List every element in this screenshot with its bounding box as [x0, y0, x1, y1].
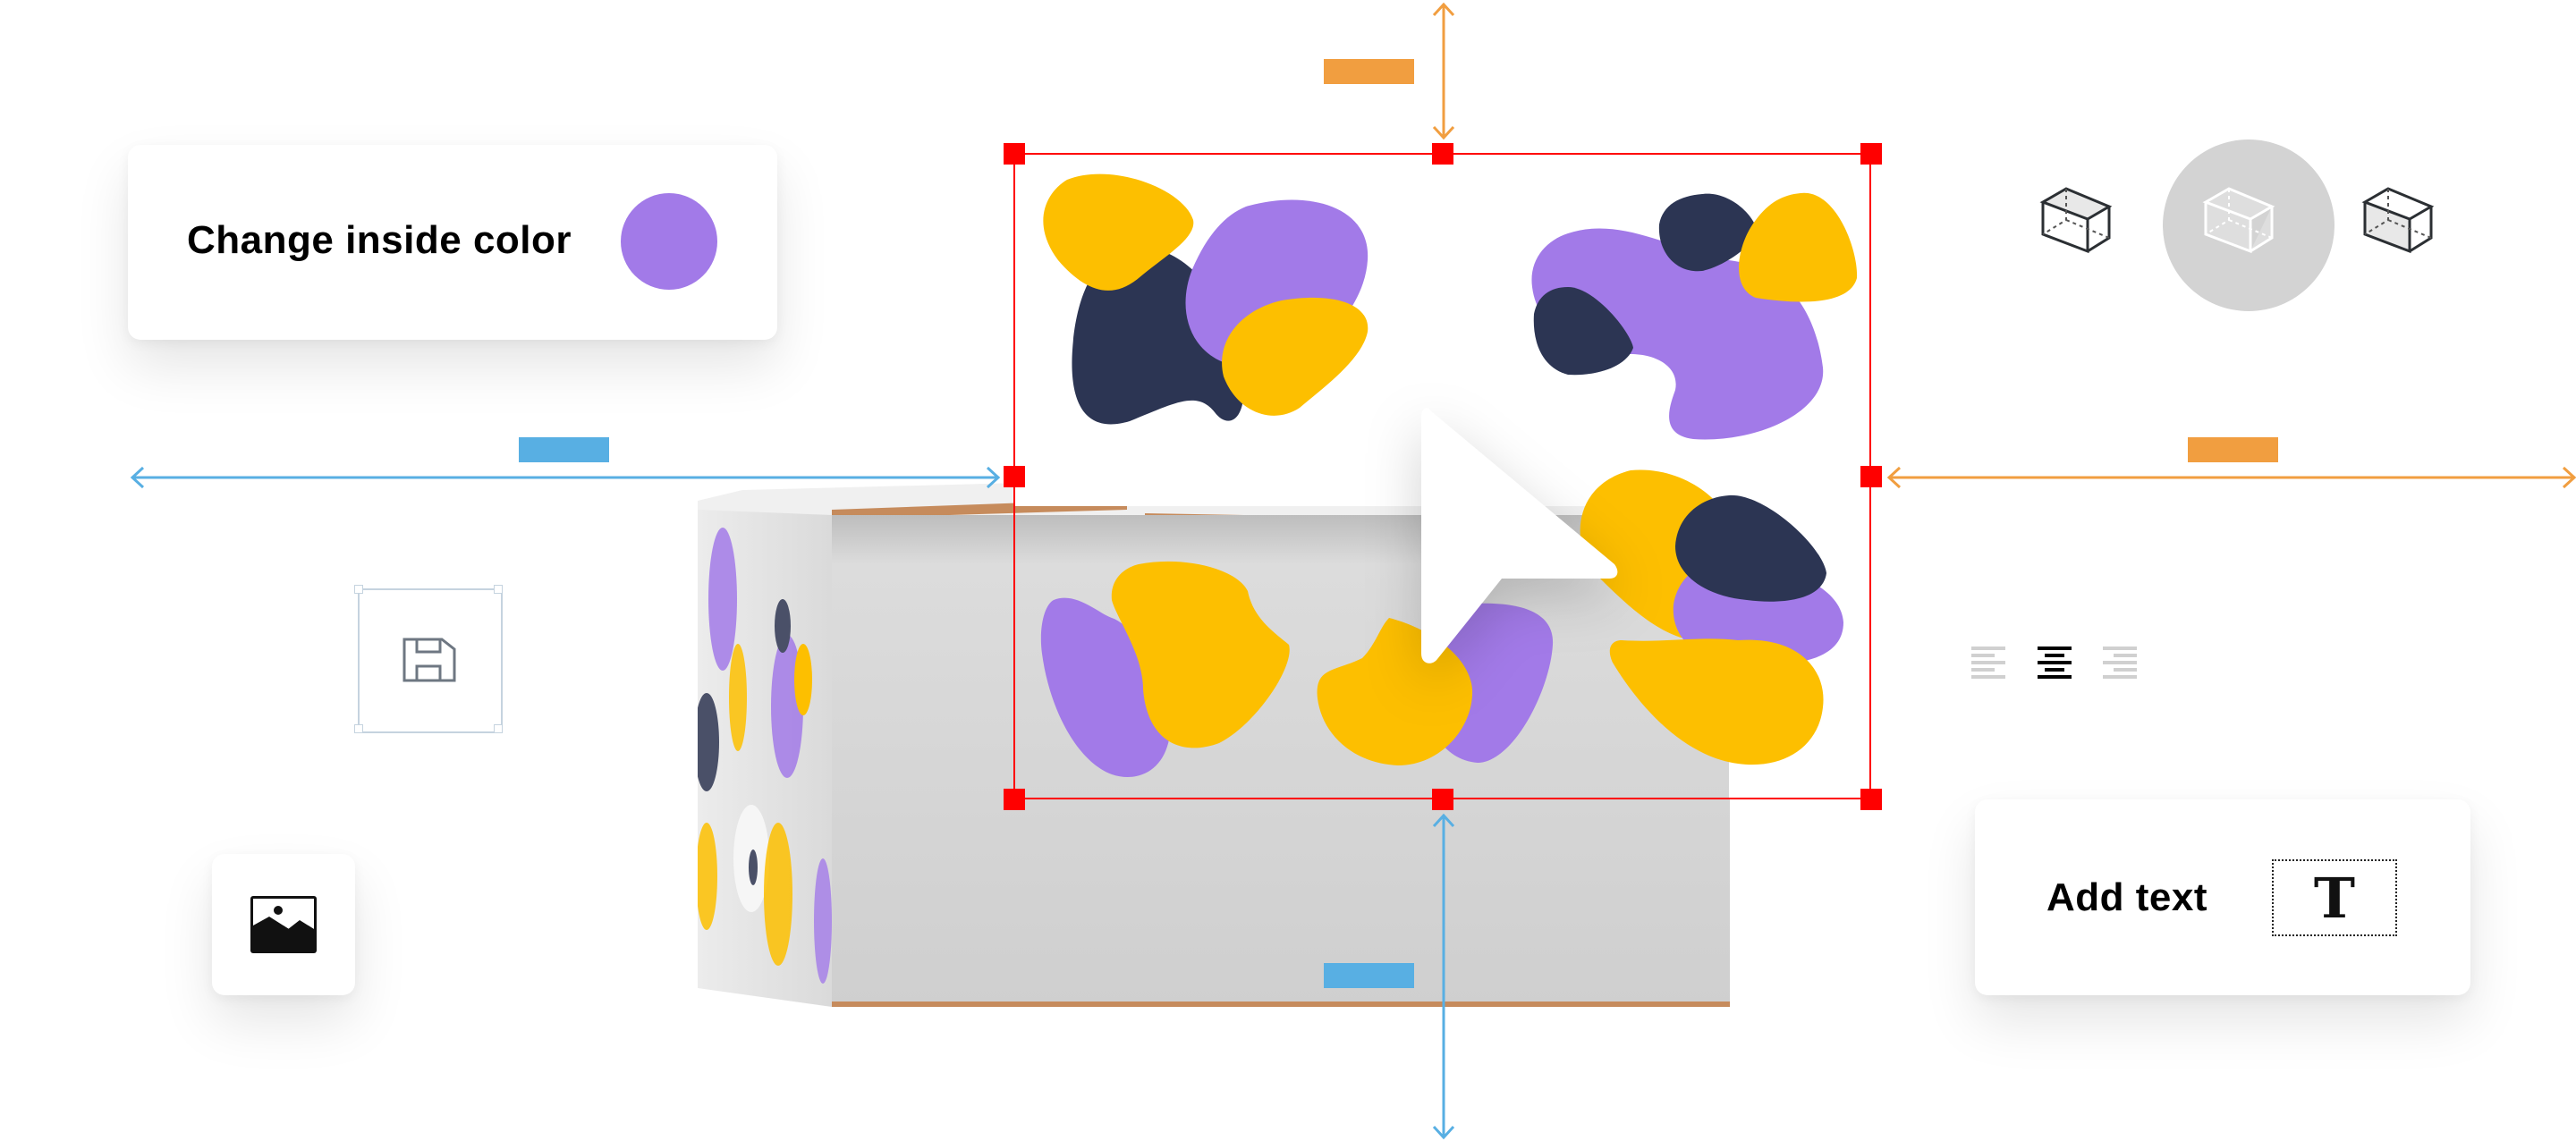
color-swatch[interactable]	[621, 193, 717, 290]
blob-yellow	[1222, 297, 1368, 416]
dimension-tag-orange	[2188, 437, 2278, 462]
height-dimension-top	[1432, 2, 1455, 140]
box-inside-view-icon	[2361, 187, 2435, 254]
change-inside-color-card[interactable]: Change inside color	[128, 145, 777, 340]
align-center-icon[interactable]	[2038, 644, 2075, 680]
resize-handle-right[interactable]	[1860, 466, 1882, 487]
icon-selection-frame	[358, 588, 503, 733]
frame-handle	[494, 724, 503, 733]
resize-handle-left[interactable]	[1004, 466, 1025, 487]
view-mode-transparent-button[interactable]	[2163, 139, 2334, 311]
blob-yellow	[1111, 561, 1290, 748]
frame-handle	[354, 724, 363, 733]
text-tool-icon: T	[2313, 865, 2356, 931]
frame-handle	[354, 585, 363, 594]
add-image-button[interactable]	[212, 854, 355, 995]
resize-handle-bottom[interactable]	[1432, 789, 1453, 810]
change-inside-color-label: Change inside color	[187, 218, 572, 262]
box-top-view-icon	[2039, 187, 2113, 254]
box-mockup	[698, 474, 1735, 1010]
resize-handle-top[interactable]	[1432, 143, 1453, 165]
dimension-tag-blue	[1324, 963, 1414, 988]
box-transparent-view-icon	[2202, 187, 2275, 254]
image-icon	[250, 896, 317, 953]
box-illustration	[698, 483, 1730, 1007]
view-mode-top-button[interactable]	[2039, 186, 2138, 266]
dimension-tag-blue	[519, 437, 609, 462]
blob-yellow	[1043, 173, 1194, 291]
artwork-selection[interactable]	[1004, 143, 1882, 810]
view-mode-inside-button[interactable]	[2361, 186, 2460, 266]
resize-handle-bottom-left[interactable]	[1004, 789, 1025, 810]
save-button[interactable]	[354, 585, 503, 733]
width-dimension-right	[1886, 466, 2576, 489]
align-right-icon[interactable]	[2103, 644, 2140, 680]
frame-handle	[494, 585, 503, 594]
resize-handle-top-left[interactable]	[1004, 143, 1025, 165]
pattern-artwork	[1013, 153, 1871, 799]
pointer-cursor-icon	[1421, 408, 1618, 663]
text-tool-button[interactable]: T	[2272, 859, 2397, 936]
align-left-icon[interactable]	[1971, 644, 2009, 680]
selection-frame	[1013, 153, 1871, 799]
text-align-toolbar	[1971, 644, 2150, 681]
blob-navy	[1533, 287, 1633, 376]
blob-navy	[1658, 193, 1758, 272]
floppy-disk-icon	[402, 638, 456, 682]
blob-yellow	[1609, 638, 1824, 765]
add-text-label: Add text	[2046, 875, 2207, 919]
blob-yellow	[1739, 192, 1858, 302]
blob-navy	[1675, 494, 1826, 602]
add-text-card[interactable]: Add text T	[1975, 799, 2470, 995]
resize-handle-top-right[interactable]	[1860, 143, 1882, 165]
view-mode-selector	[2030, 134, 2478, 322]
dimension-tag-orange	[1324, 59, 1414, 84]
resize-handle-bottom-right[interactable]	[1860, 789, 1882, 810]
